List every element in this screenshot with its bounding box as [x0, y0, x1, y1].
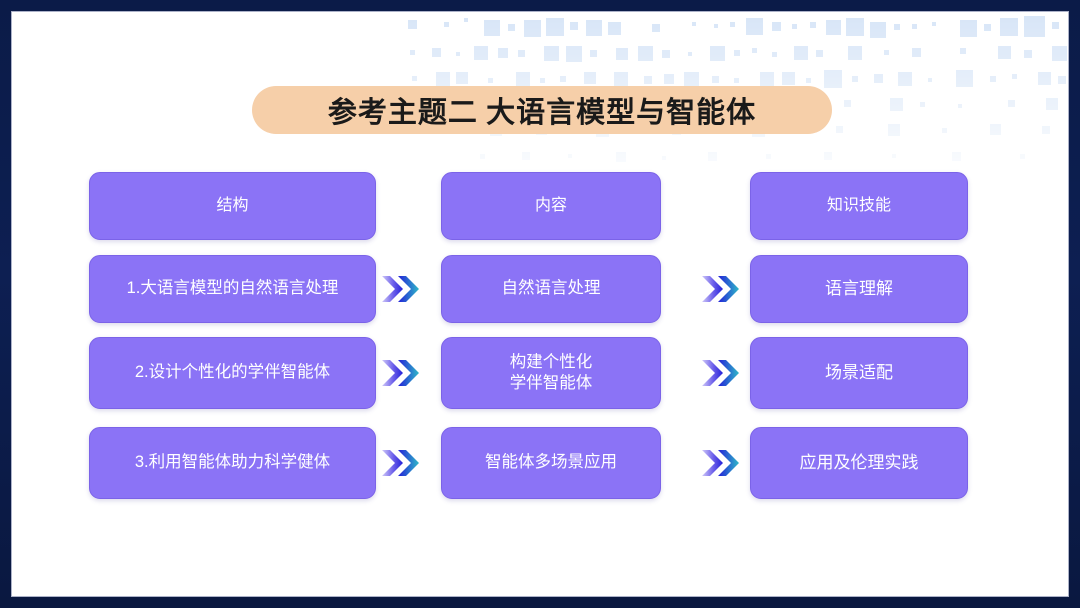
double-chevron-right-icon	[702, 272, 748, 306]
header-cell-skill[interactable]: 知识技能	[750, 172, 968, 240]
cell-text: 自然语言处理	[501, 279, 601, 298]
table-row-1-content[interactable]: 自然语言处理	[441, 255, 661, 323]
page-title-pill: 参考主题二 大语言模型与智能体	[252, 86, 832, 134]
cell-text-line-1: 构建个性化	[509, 352, 593, 371]
cell-text-multiline: 构建个性化 学伴智能体	[498, 352, 605, 394]
double-chevron-right-icon	[382, 272, 428, 306]
cell-text: 语言理解	[825, 279, 893, 299]
cell-text: 应用及伦理实践	[799, 453, 919, 473]
double-chevron-right-icon	[382, 446, 428, 480]
double-chevron-right-icon	[382, 356, 428, 390]
slide-canvas: 参考主题二 大语言模型与智能体 结构 内容 知识技能 1.大语言模型的自然语言处…	[12, 12, 1068, 596]
cell-text: 场景适配	[825, 363, 893, 383]
table-row-2-structure[interactable]: 2.设计个性化的学伴智能体	[89, 337, 376, 409]
page-title: 参考主题二 大语言模型与智能体	[327, 97, 757, 129]
topic-matrix: 结构 内容 知识技能 1.大语言模型的自然语言处理	[12, 12, 1068, 596]
header-label-structure: 结构	[216, 196, 249, 214]
table-row-2-content[interactable]: 构建个性化 学伴智能体	[441, 337, 661, 409]
header-cell-structure[interactable]: 结构	[89, 172, 376, 240]
cell-text: 2.设计个性化的学伴智能体	[134, 363, 331, 382]
table-row-1-skill[interactable]: 语言理解	[750, 255, 968, 323]
cell-text: 智能体多场景应用	[485, 453, 617, 472]
header-label-content: 内容	[534, 196, 567, 214]
table-row-3-structure[interactable]: 3.利用智能体助力科学健体	[89, 427, 376, 499]
double-chevron-right-icon	[702, 446, 748, 480]
header-label-skill: 知识技能	[826, 196, 891, 214]
table-row-3-skill[interactable]: 应用及伦理实践	[750, 427, 968, 499]
cell-text: 3.利用智能体助力科学健体	[134, 453, 331, 472]
table-row-1-structure[interactable]: 1.大语言模型的自然语言处理	[89, 255, 376, 323]
cell-text: 1.大语言模型的自然语言处理	[126, 279, 339, 298]
table-row-2-skill[interactable]: 场景适配	[750, 337, 968, 409]
double-chevron-right-icon	[702, 356, 748, 390]
cell-text-line-2: 学伴智能体	[509, 374, 593, 392]
header-cell-content[interactable]: 内容	[441, 172, 661, 240]
table-row-3-content[interactable]: 智能体多场景应用	[441, 427, 661, 499]
